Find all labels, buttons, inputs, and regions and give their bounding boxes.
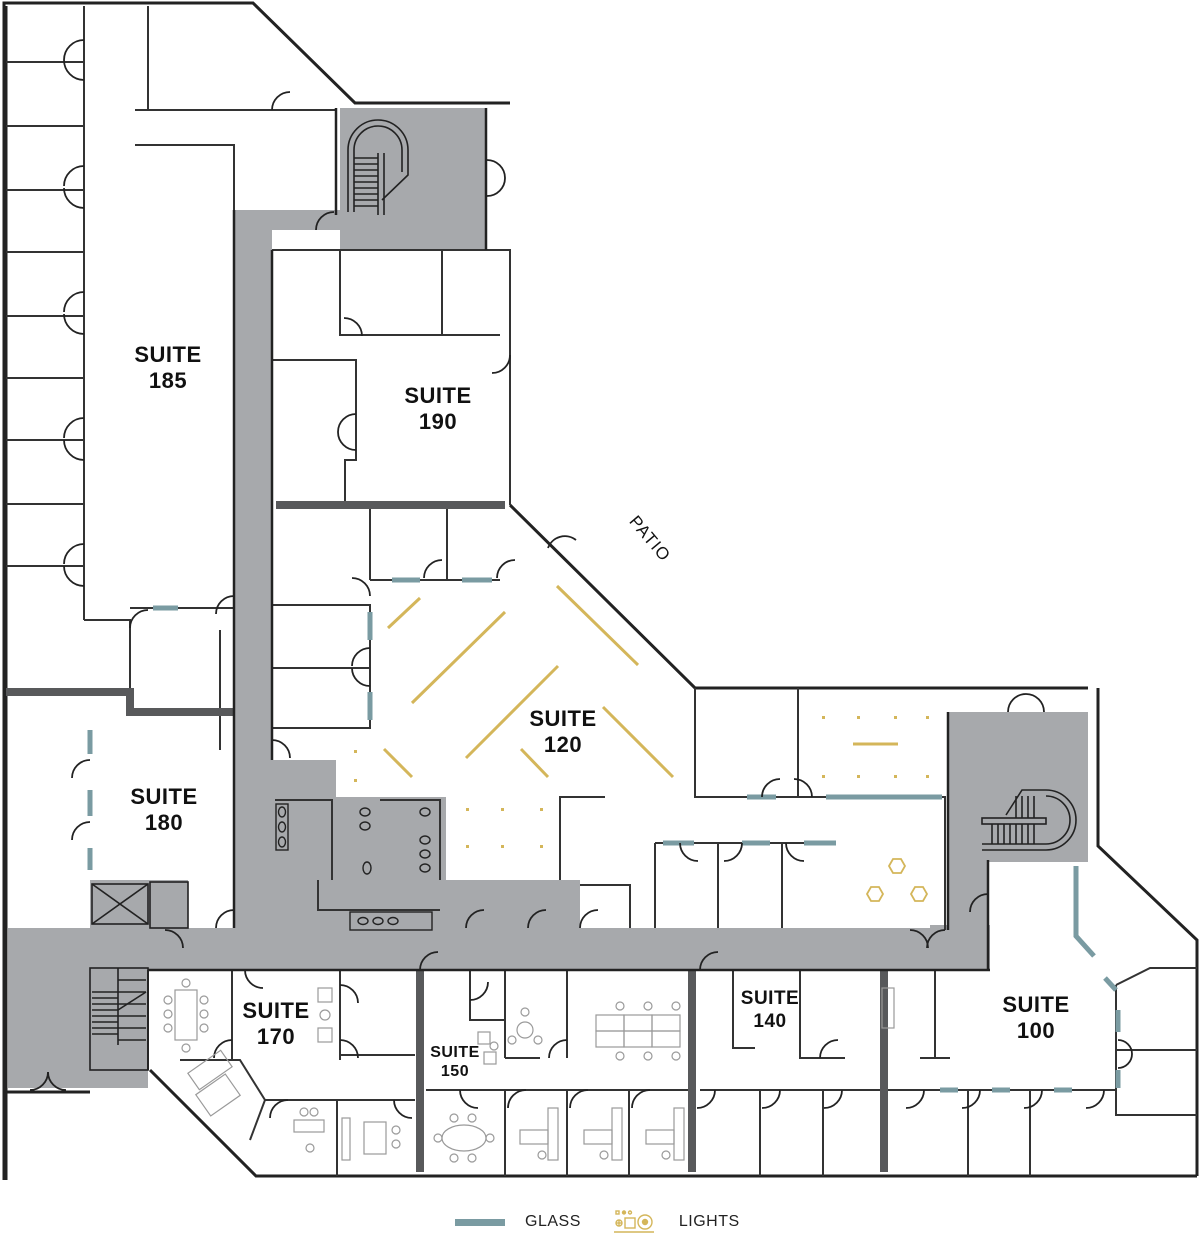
legend: GLASS LIGHTS (455, 1210, 740, 1234)
restroom-fixtures (275, 803, 433, 931)
stair-southwest (89, 967, 149, 1071)
suite-label-number: 170 (256, 1024, 296, 1050)
legend-lights-label: LIGHTS (678, 1213, 740, 1230)
suite-100-label: SUITE 100 (986, 992, 1086, 1045)
suite-label-line1: SUITE (430, 1044, 480, 1061)
suite-label-number: 185 (148, 368, 188, 394)
light-fixtures (382, 584, 898, 779)
lights-icon (613, 1210, 654, 1233)
suite-label-number: 180 (144, 810, 184, 836)
suite-170-label: SUITE 170 (226, 998, 326, 1051)
light-downlights (354, 716, 929, 848)
elevator (91, 881, 189, 929)
demising-walls (6, 501, 888, 1172)
doors (29, 39, 1133, 1119)
glass-partitions (87, 577, 1121, 1093)
furniture (163, 978, 895, 1163)
suite-label-line1: SUITE (134, 342, 202, 367)
glass-swatch-icon (455, 1218, 505, 1226)
suite-label-number: 100 (1016, 1018, 1056, 1044)
common-area-corridors (8, 108, 1088, 1088)
suite-label-line1: SUITE (740, 988, 800, 1009)
suite-150-label: SUITE 150 (420, 1043, 490, 1081)
stair-east (981, 789, 1077, 851)
suite-label-line1: SUITE (130, 784, 198, 809)
suite-label-line1: SUITE (1002, 992, 1070, 1017)
corridor-walls (148, 108, 990, 972)
light-hex-pendants (865, 858, 929, 902)
interior-walls (6, 6, 1197, 1176)
suite-190-label: SUITE 190 (388, 383, 488, 436)
suite-label-line1: SUITE (242, 998, 310, 1023)
suite-label-number: 120 (543, 732, 583, 758)
suite-120-label: SUITE 120 (513, 706, 613, 759)
suite-140-label: SUITE 140 (730, 988, 810, 1034)
suite-label-number: 190 (418, 409, 458, 435)
suite-label-number: 140 (753, 1010, 787, 1032)
suite-185-label: SUITE 185 (118, 342, 218, 395)
suite-label-line1: SUITE (529, 706, 597, 731)
suite-label-line1: SUITE (404, 383, 472, 408)
suite-180-label: SUITE 180 (114, 784, 214, 837)
suite-label-number: 150 (440, 1063, 470, 1081)
stair-north (347, 119, 409, 215)
legend-glass-label: GLASS (525, 1213, 581, 1230)
